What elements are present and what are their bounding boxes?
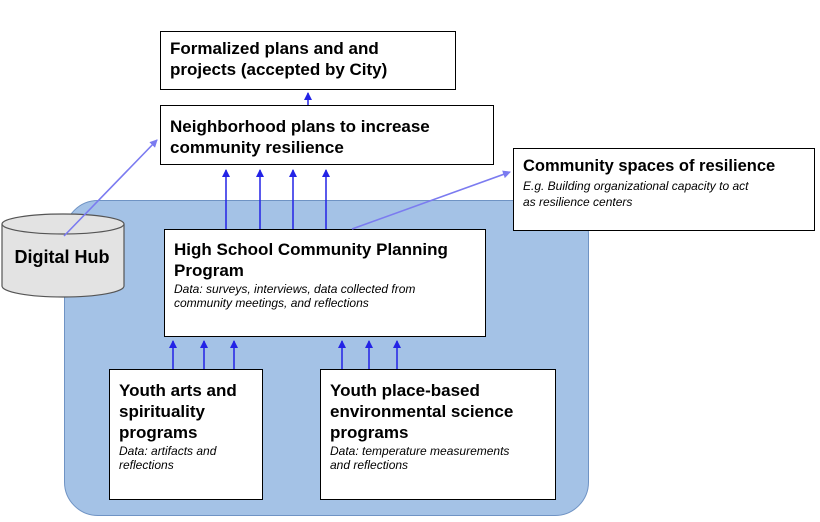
youth-place-desc-line: Data: temperature measurements xyxy=(330,444,510,458)
digital-hub-label: Digital Hub xyxy=(14,247,110,267)
youth-arts-description: Data: artifacts and reflections xyxy=(119,444,253,472)
formalized-plans-title: Formalized plans and and projects (accep… xyxy=(170,38,446,80)
youth-arts-title-line: spirituality xyxy=(119,402,205,421)
youth-place-based-box: Youth place-based environmental science … xyxy=(320,369,556,500)
youth-place-title-line: environmental science xyxy=(330,402,514,421)
youth-arts-box: Youth arts and spirituality programs Dat… xyxy=(109,369,263,500)
youth-place-desc-line: and reflections xyxy=(330,458,409,472)
youth-place-based-title: Youth place-based environmental science … xyxy=(330,380,546,443)
digital-hub-cylinder: Digital Hub xyxy=(0,212,126,300)
youth-arts-title-line: Youth arts and xyxy=(119,381,237,400)
high-school-program-description: Data: surveys, interviews, data collecte… xyxy=(174,282,476,310)
high-school-desc-line: community meetings, and reflections xyxy=(174,296,369,310)
neighborhood-title-line: community resilience xyxy=(170,138,344,157)
high-school-title-line: Program xyxy=(174,261,244,280)
youth-place-title-line: programs xyxy=(330,423,409,442)
youth-arts-title-line: programs xyxy=(119,423,198,442)
community-desc-line: E.g. Building organizational capacity to… xyxy=(523,179,749,193)
youth-place-title-line: Youth place-based xyxy=(330,381,480,400)
neighborhood-plans-title: Neighborhood plans to increase community… xyxy=(170,116,484,158)
formalized-plans-box: Formalized plans and and projects (accep… xyxy=(160,31,456,90)
high-school-desc-line: Data: surveys, interviews, data collecte… xyxy=(174,282,416,296)
youth-arts-title: Youth arts and spirituality programs xyxy=(119,380,253,443)
high-school-title-line: High School Community Planning xyxy=(174,240,448,259)
youth-arts-desc-line: reflections xyxy=(119,458,174,472)
formalized-title-line: Formalized plans and and xyxy=(170,39,379,58)
community-spaces-box: Community spaces of resilience E.g. Buil… xyxy=(513,148,815,231)
neighborhood-title-line: Neighborhood plans to increase xyxy=(170,117,430,136)
high-school-program-title: High School Community Planning Program xyxy=(174,239,476,281)
formalized-title-line: projects (accepted by City) xyxy=(170,60,388,79)
community-desc-line: as resilience centers xyxy=(523,195,633,209)
youth-arts-desc-line: Data: artifacts and xyxy=(119,444,217,458)
neighborhood-plans-box: Neighborhood plans to increase community… xyxy=(160,105,494,165)
high-school-program-box: High School Community Planning Program D… xyxy=(164,229,486,337)
youth-place-based-description: Data: temperature measurements and refle… xyxy=(330,444,546,472)
community-spaces-description: E.g. Building organizational capacity to… xyxy=(523,178,805,210)
community-spaces-title: Community spaces of resilience xyxy=(523,157,776,175)
